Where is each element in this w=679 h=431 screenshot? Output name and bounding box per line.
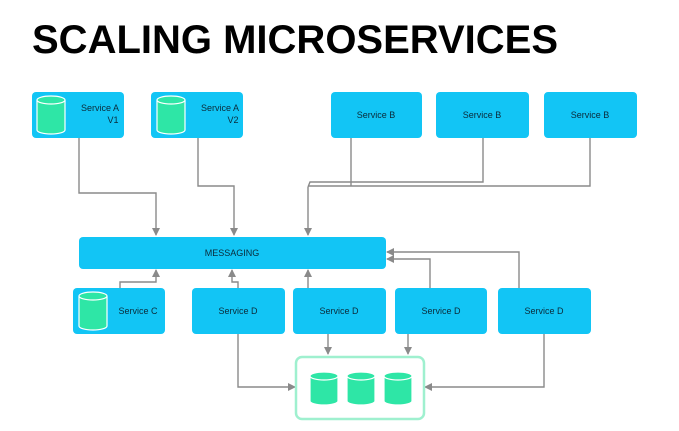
service-d-label-3: Service D (421, 306, 461, 316)
line-b3 (308, 138, 591, 187)
arrow-d3-to-messaging (386, 255, 431, 288)
arrow-c-to-messaging (119, 269, 160, 288)
database-icon (309, 371, 339, 406)
page-title: SCALING MICROSERVICES (32, 18, 558, 62)
shared-data-store (294, 355, 426, 421)
service-a-v2-line2: V2 (227, 115, 238, 125)
service-c-box: Service C (73, 288, 165, 334)
arrow-d1-to-store (237, 334, 296, 391)
service-a-v2-line1: Service A (201, 103, 239, 113)
service-c-label: Service C (118, 306, 158, 316)
messaging-bus: MESSAGING (79, 237, 386, 269)
service-a-v1-box: Service A V1 (32, 92, 124, 138)
service-a-v1-line1: Service A (81, 103, 119, 113)
database-icon (383, 371, 413, 406)
database-icon (36, 95, 66, 135)
service-d-box-2: Service D (293, 288, 386, 334)
service-d-box-4: Service D (498, 288, 591, 334)
service-b-box-1: Service B (331, 92, 422, 138)
database-icon (78, 291, 108, 331)
service-b-label-2: Service B (463, 110, 502, 120)
arrow-d4-to-messaging (386, 248, 520, 288)
arrow-a1-to-messaging (78, 138, 160, 236)
service-a-v2-box: Service A V2 (151, 92, 243, 138)
connectors (78, 138, 591, 391)
arrow-a2-to-messaging (197, 138, 238, 236)
messaging-label: MESSAGING (205, 248, 260, 258)
service-d-box-1: Service D (192, 288, 285, 334)
service-d-box-3: Service D (395, 288, 487, 334)
service-b-box-3: Service B (544, 92, 637, 138)
service-d-label-1: Service D (218, 306, 258, 316)
service-b-label-3: Service B (571, 110, 610, 120)
arrow-d1-to-messaging (228, 269, 239, 288)
service-a-v1-line2: V1 (107, 115, 118, 125)
service-d-label-2: Service D (319, 306, 359, 316)
line-b2 (307, 138, 484, 188)
service-b-box-2: Service B (436, 92, 529, 138)
service-b-label-1: Service B (357, 110, 396, 120)
database-icon (346, 371, 376, 406)
service-d-label-4: Service D (524, 306, 564, 316)
arrow-d4-to-store (424, 334, 545, 391)
database-icon (156, 95, 186, 135)
